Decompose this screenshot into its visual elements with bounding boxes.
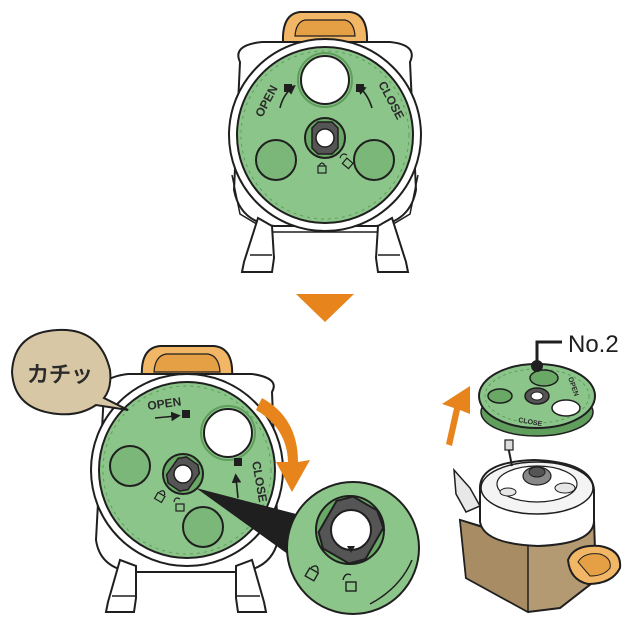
lock-icon <box>304 565 320 582</box>
unlock-icon <box>173 497 185 512</box>
unlock-icon <box>342 573 357 592</box>
zoom-inset <box>196 481 420 615</box>
lock-icon <box>153 490 166 504</box>
top-unit: OPEN CLOSE <box>228 11 422 273</box>
down-arrow-icon <box>296 294 354 322</box>
callout-bubble: カチッ <box>10 328 129 416</box>
no2-disc-close-label: CLOSE <box>518 417 543 428</box>
unlock-icon <box>339 153 354 170</box>
bottom-open-label: OPEN <box>146 394 182 413</box>
indicator-triangle-icon <box>347 546 355 553</box>
lock-icon <box>317 162 327 174</box>
bottom-unit: OPEN CLOSE <box>90 345 310 613</box>
part-label-no2: No.2 <box>568 331 619 358</box>
up-arrow-icon <box>442 386 470 446</box>
base-body <box>453 439 622 614</box>
exploded-view: OPEN CLOSE No.2 <box>442 331 622 614</box>
no2-disc: OPEN CLOSE <box>478 360 596 437</box>
callout-text: カチッ <box>27 362 93 387</box>
rotate-arrow-icon <box>256 398 310 492</box>
